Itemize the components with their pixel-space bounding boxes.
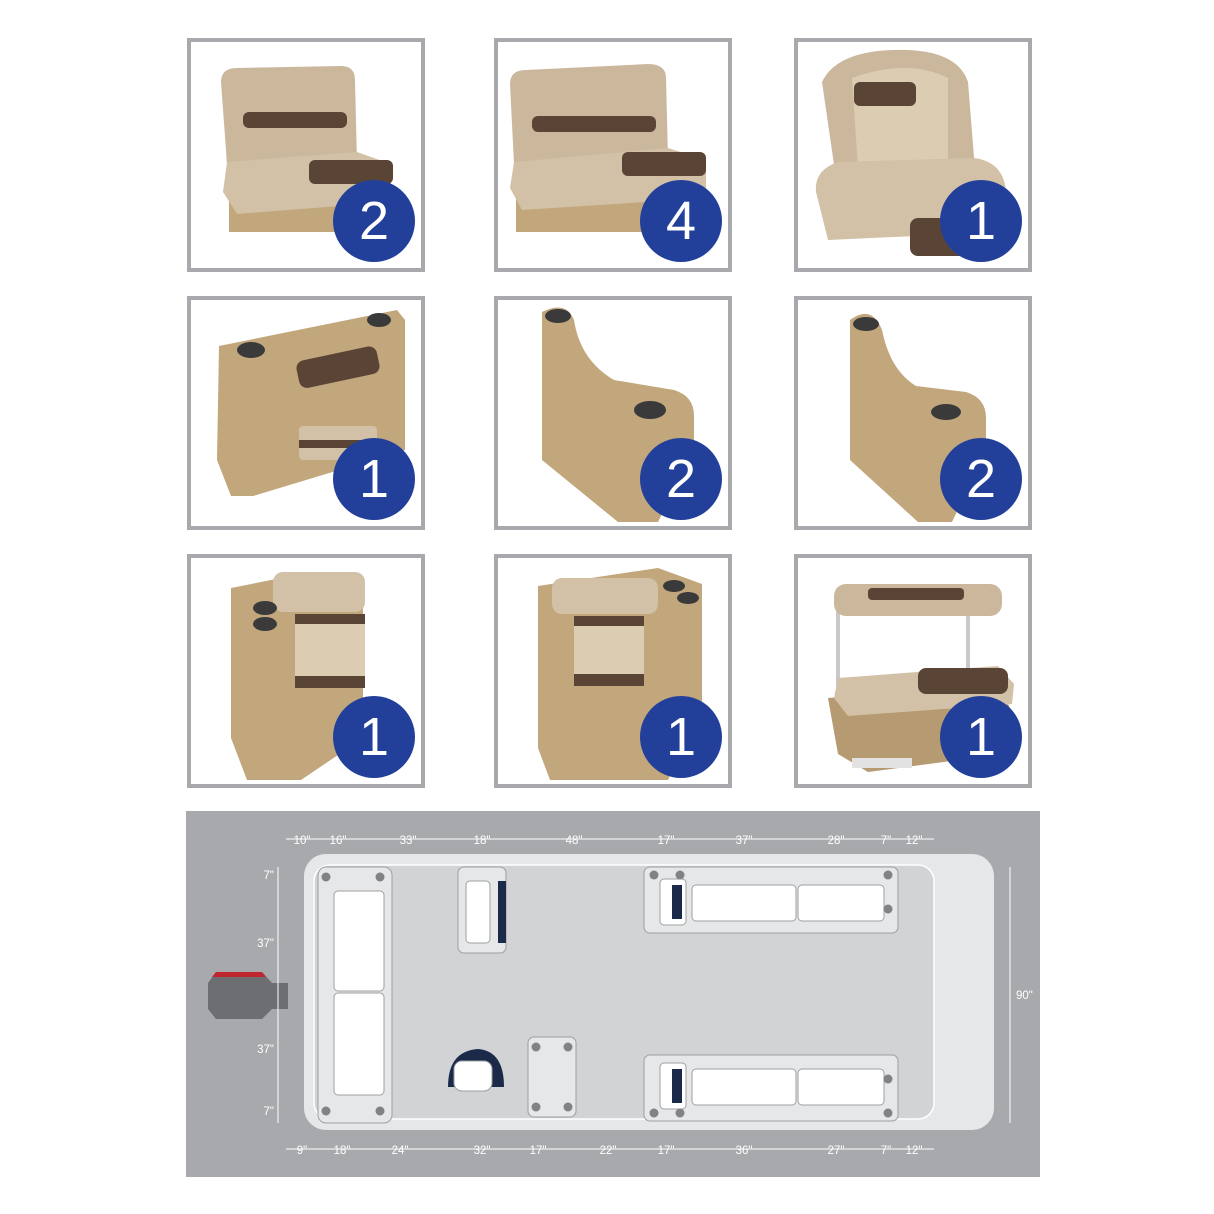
dim-left-label: 37" bbox=[257, 1044, 274, 1056]
dim-top-label: 17" bbox=[658, 835, 675, 847]
dim-bottom-label: 27" bbox=[828, 1145, 845, 1157]
quantity-badge: 1 bbox=[940, 180, 1022, 262]
dim-top-label: 18" bbox=[474, 835, 491, 847]
dim-top-label: 28" bbox=[828, 835, 845, 847]
dim-left-label: 7" bbox=[264, 1106, 274, 1118]
dim-top-label: 16" bbox=[330, 835, 347, 847]
quantity-badge: 4 bbox=[640, 180, 722, 262]
outboard-motor-icon bbox=[206, 972, 306, 1019]
dim-top-label: 48" bbox=[566, 835, 583, 847]
quantity-badge: 2 bbox=[640, 438, 722, 520]
bottom-dimensions: 9" 18" 24" 32" 17" 22" 17" 36" 27" 7" 12" bbox=[297, 1145, 923, 1157]
captain-seat bbox=[448, 1049, 504, 1092]
beam-width-label: 90" bbox=[1016, 990, 1033, 1002]
product-card-captain-bucket-seat[interactable]: 1 bbox=[794, 38, 1032, 272]
quantity-badge: 1 bbox=[940, 696, 1022, 778]
dim-bottom-label: 36" bbox=[736, 1145, 753, 1157]
product-card-console-with-storage[interactable]: 1 bbox=[187, 296, 425, 530]
product-card-bench-seat-small[interactable]: 2 bbox=[187, 38, 425, 272]
dim-top-label: 7" bbox=[881, 835, 891, 847]
left-dimensions: 7" 37" 37" 7" bbox=[257, 870, 274, 1118]
dim-bottom-label: 18" bbox=[334, 1145, 351, 1157]
rear-bench-seat bbox=[317, 866, 393, 1124]
dim-top-label: 12" bbox=[906, 835, 923, 847]
dim-top-label: 33" bbox=[400, 835, 417, 847]
dim-bottom-label: 9" bbox=[297, 1145, 307, 1157]
dim-bottom-label: 7" bbox=[881, 1145, 891, 1157]
helm-console bbox=[457, 866, 507, 954]
dim-bottom-label: 17" bbox=[658, 1145, 675, 1157]
dim-bottom-label: 12" bbox=[906, 1145, 923, 1157]
dim-left-label: 37" bbox=[257, 938, 274, 950]
dim-bottom-label: 22" bbox=[600, 1145, 617, 1157]
product-card-armrest-lounge-base-short[interactable]: 2 bbox=[794, 296, 1032, 530]
quantity-badge: 2 bbox=[940, 438, 1022, 520]
deck-plan: 10" 16" 33" 18" 48" 17" 37" 28" 7" 12" 9" 18" 24" 32… bbox=[206, 835, 1033, 1157]
product-card-bench-seat-large[interactable]: 4 bbox=[494, 38, 732, 272]
dim-left-label: 7" bbox=[264, 870, 274, 882]
pontoon-layout-diagram: 10" 16" 33" 18" 48" 17" 37" 28" 7" 12" 9" 18" 24" 32… bbox=[186, 811, 1040, 1177]
product-card-corner-lounge-seat[interactable]: 1 bbox=[187, 554, 425, 788]
bench-seat-small-image bbox=[221, 66, 393, 232]
quantity-badge: 1 bbox=[333, 696, 415, 778]
quantity-badge: 1 bbox=[333, 438, 415, 520]
front-upper-lounge bbox=[643, 866, 899, 934]
product-card-armrest-lounge-base[interactable]: 2 bbox=[494, 296, 732, 530]
dim-bottom-label: 17" bbox=[530, 1145, 547, 1157]
top-dimensions: 10" 16" 33" 18" 48" 17" 37" 28" 7" 12" bbox=[294, 835, 923, 847]
product-card-flip-flop-back-seat[interactable]: 1 bbox=[794, 554, 1032, 788]
side-console bbox=[527, 1036, 577, 1118]
corner-lounge-seat-image bbox=[231, 572, 365, 780]
dim-bottom-label: 24" bbox=[392, 1145, 409, 1157]
dim-top-label: 10" bbox=[294, 835, 311, 847]
dim-top-label: 37" bbox=[736, 835, 753, 847]
front-lower-lounge bbox=[643, 1054, 899, 1122]
dim-bottom-label: 32" bbox=[474, 1145, 491, 1157]
quantity-badge: 1 bbox=[640, 696, 722, 778]
product-card-corner-lounge-seat-with-cupholders[interactable]: 1 bbox=[494, 554, 732, 788]
quantity-badge: 2 bbox=[333, 180, 415, 262]
